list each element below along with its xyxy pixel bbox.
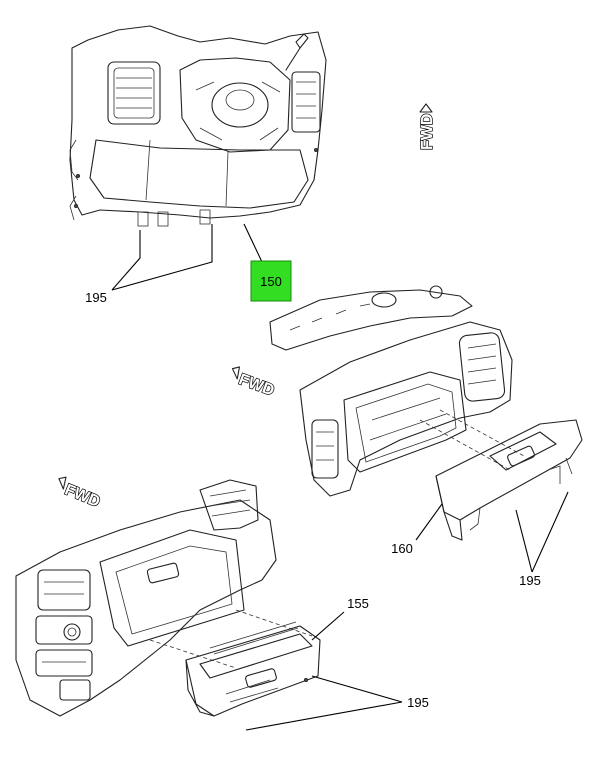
instrument-panel-glovebox-view (269, 285, 583, 541)
callout-195-bottom-group: 195 (245, 675, 429, 731)
callout-195-top-label: 195 (85, 290, 107, 305)
fwd-arrow-middle: FWD (231, 366, 277, 400)
fwd-arrow-top: FWD (418, 103, 437, 151)
svg-text:FWD: FWD (419, 114, 436, 150)
instrument-panel-lower-glovebox-view (15, 479, 321, 717)
fwd-arrow-left: FWD (58, 476, 103, 512)
callout-195-right-group: 195 (515, 491, 569, 588)
callout-155-group: 155 (311, 596, 369, 641)
callout-150-group: 150 (243, 223, 292, 302)
callout-155-label: 155 (347, 596, 369, 611)
callout-195-bottom-label: 195 (407, 695, 429, 710)
callout-150-highlight[interactable] (250, 260, 292, 302)
instrument-panel-lower-view (69, 25, 327, 227)
callout-160-group: 160 (391, 503, 443, 556)
svg-text:FWD: FWD (236, 371, 276, 399)
callout-150-label: 150 (260, 274, 282, 289)
svg-text:FWD: FWD (62, 481, 102, 510)
callout-195-right-label: 195 (519, 573, 541, 588)
callout-160-label: 160 (391, 541, 413, 556)
callout-195-top-group: 195 (85, 224, 213, 305)
